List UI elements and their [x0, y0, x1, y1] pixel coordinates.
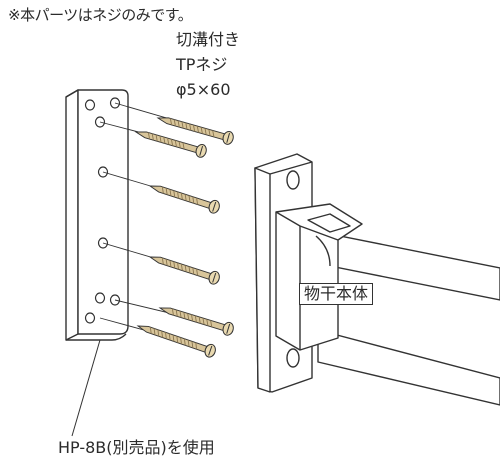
tp-screw	[158, 307, 234, 336]
tp-screw	[148, 256, 220, 285]
screw-spec-line1: 切溝付き	[176, 30, 241, 49]
screw-spec-line2: TPネジ	[176, 55, 228, 74]
part-label-leader	[71, 339, 101, 437]
tp-screw	[134, 131, 207, 158]
main-body-label: 物干本体	[299, 283, 374, 305]
tp-screw	[156, 117, 234, 145]
mounting-plate	[65, 89, 129, 341]
note-text: ※本パーツはネジのみです。	[8, 6, 193, 24]
main-body-bracket	[254, 153, 500, 406]
screw-spec-line3: φ5×60	[176, 80, 231, 99]
bracket-part-label: HP-8B(別売品)を使用	[58, 438, 215, 457]
tp-screw	[148, 185, 220, 214]
tp-screw	[136, 325, 216, 358]
tp-screws	[134, 117, 234, 358]
